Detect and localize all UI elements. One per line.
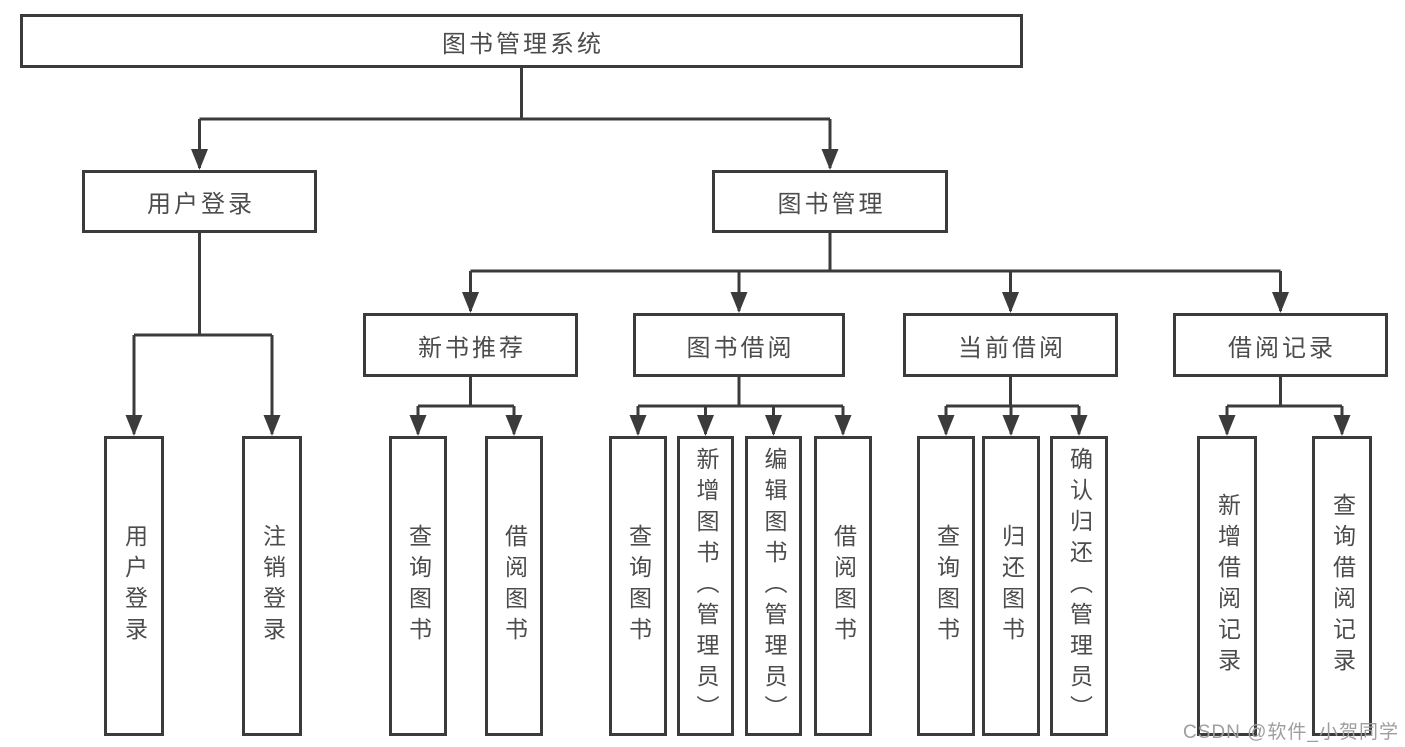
node-label: 注销登录 — [259, 524, 286, 648]
arrow-down-icon — [821, 149, 839, 170]
arrow-down-icon — [697, 415, 714, 436]
csdn-watermark: CSDN @软件_小贺同学 — [1183, 722, 1399, 743]
leaf-add-borrow-record: 新增借阅记录 — [1197, 436, 1257, 736]
node-label: 图书管理 — [777, 191, 886, 218]
node-label: 查询图书 — [405, 524, 432, 648]
arrow-down-icon — [937, 415, 955, 436]
arrow-down-icon — [730, 292, 748, 313]
node-label: 查询图书 — [625, 524, 652, 648]
arrow-down-icon — [462, 292, 479, 313]
node-label: 新增借阅记录 — [1214, 493, 1241, 679]
leaf-query-borrow-record: 查询借阅记录 — [1312, 436, 1372, 736]
node-label: 图书借阅 — [686, 334, 795, 362]
node-label: 新书推荐 — [418, 334, 526, 362]
leaf-return-books: 归还图书 — [982, 436, 1040, 736]
arrow-down-icon — [765, 415, 782, 436]
node-label: 借阅图书 — [501, 524, 528, 648]
node-label: 确认归还（管理员） — [1066, 446, 1093, 726]
arrow-down-icon — [834, 415, 852, 436]
leaf-add-books-admin: 新增图书（管理员） — [677, 436, 734, 736]
leaf-borrow-books: 借阅图书 — [814, 436, 872, 736]
node-label: 图书管理系统 — [442, 30, 604, 58]
arrow-down-icon — [409, 415, 427, 436]
node-label: 新增图书（管理员） — [693, 446, 719, 726]
leaf-confirm-return-admin: 确认归还（管理员） — [1050, 436, 1108, 736]
node-label: 用户登录 — [121, 524, 148, 648]
arrow-down-icon — [1070, 415, 1088, 436]
node-current-borrow: 当前借阅 — [903, 313, 1118, 377]
leaf-query-books-borrow: 查询图书 — [609, 436, 667, 736]
leaf-query-books-recommend: 查询图书 — [389, 436, 447, 736]
connector-user-login-to-leaves — [125, 233, 281, 436]
node-label: 用户登录 — [147, 191, 255, 218]
node-label: 当前借阅 — [958, 334, 1066, 362]
node-label: 编辑图书（管理员） — [761, 446, 787, 726]
connector-current-borrow-to-leaves — [937, 377, 1088, 436]
arrow-down-icon — [505, 415, 523, 436]
arrow-down-icon — [191, 149, 208, 170]
arrow-down-icon — [1002, 292, 1019, 313]
leaf-query-books-current: 查询图书 — [917, 436, 975, 736]
node-new-book-recommend: 新书推荐 — [363, 313, 578, 377]
arrow-down-icon — [1272, 292, 1289, 313]
node-book-borrow: 图书借阅 — [633, 313, 845, 377]
node-book-management: 图书管理 — [712, 170, 948, 233]
leaf-logout: 注销登录 — [242, 436, 302, 736]
leaf-borrow-books-recommend: 借阅图书 — [485, 436, 543, 736]
arrow-down-icon — [1218, 415, 1236, 436]
node-library-management-system: 图书管理系统 — [20, 14, 1023, 68]
arrow-down-icon — [125, 415, 143, 436]
connector-book-borrow-to-leaves — [629, 377, 852, 436]
connector-borrow-records-to-leaves — [1218, 377, 1351, 436]
connector-root-to-level2 — [191, 68, 839, 170]
node-borrow-records: 借阅记录 — [1173, 313, 1388, 377]
node-label: 借阅记录 — [1228, 334, 1336, 362]
connector-new-book-recommend-to-leaves — [409, 377, 523, 436]
node-label: 借阅图书 — [830, 524, 857, 648]
node-label: 查询借阅记录 — [1329, 493, 1356, 679]
arrow-down-icon — [263, 415, 281, 436]
arrow-down-icon — [629, 415, 647, 436]
leaf-user-login: 用户登录 — [104, 436, 164, 736]
arrow-down-icon — [1333, 415, 1351, 436]
node-user-login: 用户登录 — [82, 170, 317, 233]
leaf-edit-books-admin: 编辑图书（管理员） — [745, 436, 802, 736]
arrow-down-icon — [1002, 415, 1020, 436]
node-label: 归还图书 — [998, 524, 1025, 648]
node-label: 查询图书 — [933, 524, 960, 648]
connector-book-management-to-level3 — [462, 233, 1289, 313]
